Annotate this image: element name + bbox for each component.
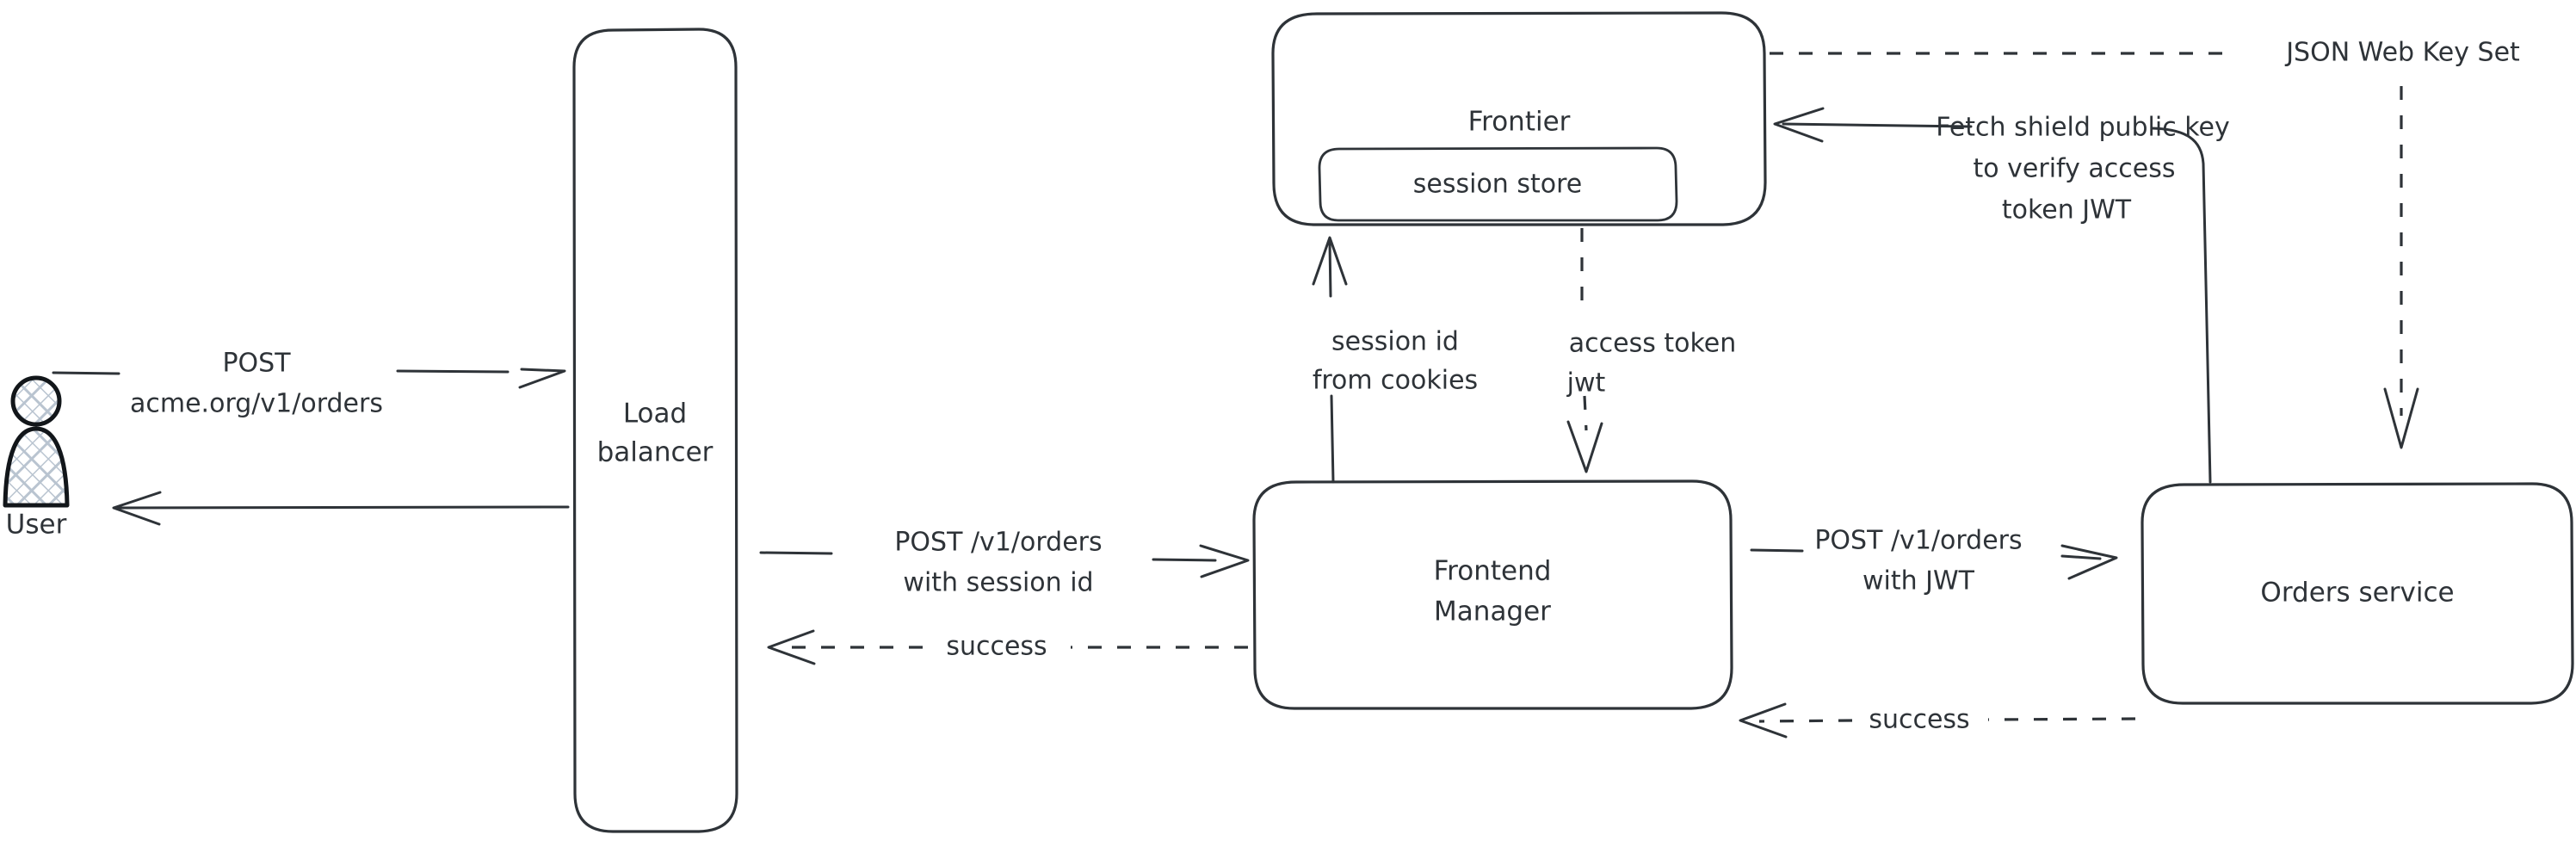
node-user[interactable]: User bbox=[3, 375, 70, 541]
load-balancer-label-line2: balancer bbox=[597, 437, 713, 468]
edge-orders-service-to-frontend-manager: success bbox=[1739, 702, 2136, 739]
edge-fm-orders-label-line1: POST /v1/orders bbox=[1814, 526, 2022, 556]
edge-user-lb-arrowhead bbox=[518, 368, 566, 389]
edge-frontend-manager-to-orders-service: POST /v1/orders with JWT bbox=[1750, 526, 2118, 597]
edge-user-lb-label-line2: acme.org/v1/orders bbox=[130, 389, 383, 419]
edge-lb-fm-arrowhead bbox=[1199, 544, 1250, 578]
edge-user-lb-label-line1: POST bbox=[222, 349, 291, 379]
edge-frontier-fm-line-lower bbox=[1583, 395, 1588, 431]
node-frontend-manager[interactable]: Frontend Manager bbox=[1252, 479, 1733, 710]
edge-lb-user-line bbox=[115, 505, 570, 510]
edge-orders-fm-line-right bbox=[1987, 717, 2136, 721]
edge-fm-frontier-label-line1: session id bbox=[1331, 327, 1459, 357]
edge-load-balancer-to-user bbox=[112, 491, 570, 526]
edge-fm-lb-label: success bbox=[946, 632, 1047, 662]
edge-lb-fm-label-line1: POST /v1/orders bbox=[894, 528, 1102, 558]
edge-fm-orders-line bbox=[2060, 554, 2102, 560]
edge-orders-service-to-frontier: Fetch shield public key to verify access… bbox=[1773, 107, 2230, 484]
session-store-shape bbox=[1318, 146, 1678, 222]
edge-frontend-manager-to-frontier: session id from cookies bbox=[1312, 236, 1478, 484]
edge-orders-frontier-label-line1: Fetch shield public key bbox=[1936, 113, 2230, 143]
edge-orders-frontier-line bbox=[1782, 122, 1973, 128]
user-head-outline bbox=[10, 375, 62, 427]
node-frontier[interactable]: Frontier session store bbox=[1271, 11, 1767, 226]
edge-frontier-fm-arrowhead bbox=[1566, 420, 1603, 473]
node-session-store[interactable]: session store bbox=[1318, 146, 1678, 222]
edge-frontend-manager-to-load-balancer: success bbox=[767, 629, 1248, 665]
edge-fm-frontier-line-upper bbox=[1328, 241, 1332, 298]
edge-lb-user-arrowhead bbox=[112, 491, 162, 526]
edge-orders-fm-label: success bbox=[1869, 705, 1969, 735]
edge-fm-frontier-line-lower bbox=[1330, 394, 1335, 484]
frontend-manager-label-line2: Manager bbox=[1434, 597, 1551, 628]
user-head-fill2 bbox=[13, 378, 59, 424]
edge-user-lb-line bbox=[396, 369, 510, 374]
edge-lb-fm-label-line2: with session id bbox=[903, 568, 1093, 598]
edge-orders-fm-arrowhead bbox=[1739, 702, 1788, 739]
edge-frontier-fm-label-line2: jwt bbox=[1566, 368, 1606, 399]
node-load-balancer[interactable]: Load balancer bbox=[572, 28, 738, 833]
edge-fm-orders-arrowhead bbox=[2060, 544, 2118, 580]
load-balancer-label-line1: Load bbox=[623, 399, 687, 430]
node-orders-service[interactable]: Orders service bbox=[2140, 482, 2574, 705]
edge-fm-lb-arrowhead bbox=[767, 629, 816, 665]
user-body-outline bbox=[3, 426, 70, 508]
edge-frontier-to-frontend-manager: access token jwt bbox=[1566, 228, 1737, 473]
edge-orders-frontier-label-line2: to verify access bbox=[1974, 154, 2176, 184]
edge-jwks-label: JSON Web Key Set bbox=[2284, 38, 2520, 68]
orders-service-shape bbox=[2140, 482, 2574, 705]
edge-fm-orders-label-line2: with JWT bbox=[1863, 566, 1975, 597]
session-store-label: session store bbox=[1413, 170, 1582, 200]
edge-fm-frontier-label-line2: from cookies bbox=[1313, 366, 1478, 396]
frontend-manager-label-line1: Frontend bbox=[1434, 556, 1552, 587]
edge-user-lb-stub bbox=[52, 371, 120, 375]
frontend-manager-shape bbox=[1252, 479, 1733, 710]
edge-frontier-to-orders-service-jwks: JSON Web Key Set bbox=[1770, 38, 2520, 449]
edge-fm-orders-stub bbox=[1750, 548, 1804, 553]
edge-fm-frontier-arrowhead bbox=[1312, 236, 1348, 286]
edge-orders-frontier-arrowhead bbox=[1773, 107, 1825, 143]
edge-orders-frontier-curve bbox=[2150, 127, 2212, 484]
edge-frontier-fm-label-line1: access token bbox=[1569, 329, 1737, 359]
user-label: User bbox=[6, 510, 67, 541]
load-balancer-shape bbox=[572, 28, 738, 833]
edge-orders-fm-line-left bbox=[1758, 719, 1853, 723]
edge-user-to-load-balancer: POST acme.org/v1/orders bbox=[52, 349, 566, 419]
edge-jwks-arrowhead bbox=[2383, 387, 2419, 449]
user-body-fill2 bbox=[5, 429, 67, 505]
frontier-label: Frontier bbox=[1468, 107, 1571, 138]
edge-load-balancer-to-frontend-manager: POST /v1/orders with session id bbox=[759, 528, 1250, 598]
edge-orders-frontier-label-line3: token JWT bbox=[2002, 195, 2132, 226]
orders-service-label: Orders service bbox=[2260, 578, 2454, 609]
